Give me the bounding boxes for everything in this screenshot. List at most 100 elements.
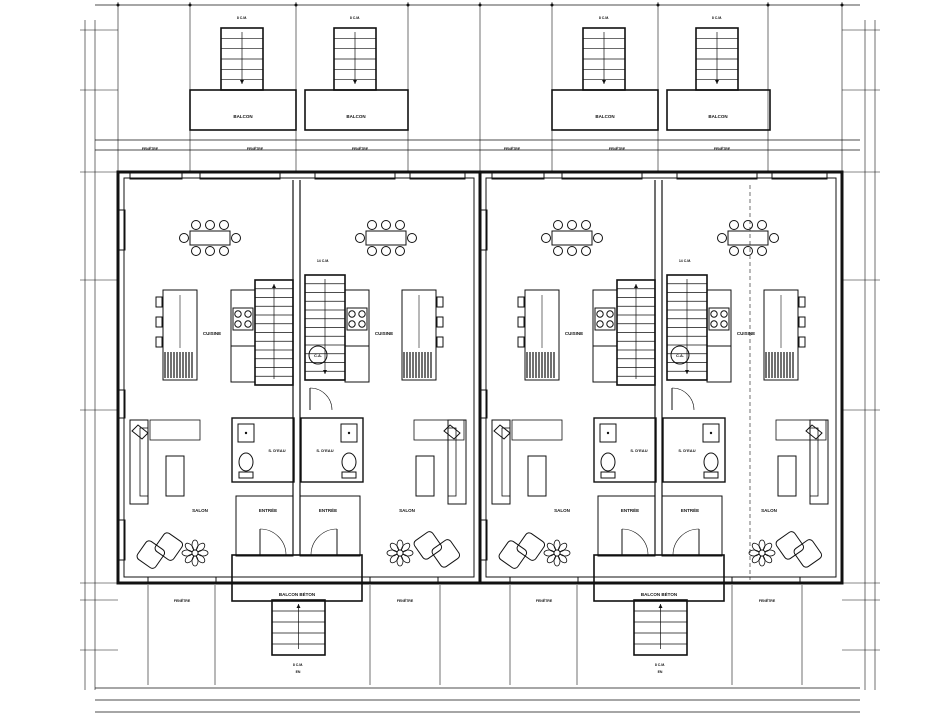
window-frame <box>509 576 579 585</box>
room-label: ENTRÉE <box>259 506 277 513</box>
burner-icon <box>234 310 242 318</box>
room-label: SALON <box>399 508 415 513</box>
exterior-wall <box>116 170 482 585</box>
window <box>509 576 579 585</box>
leaf <box>197 549 209 557</box>
sink <box>702 423 720 443</box>
stool <box>798 316 806 328</box>
chair <box>581 220 591 230</box>
interior-stair <box>666 274 708 381</box>
cooktop <box>708 307 730 331</box>
stair-label: 8 C.M. <box>237 16 247 20</box>
sofa-cushion <box>139 427 149 497</box>
armchair <box>516 532 546 561</box>
leaf <box>386 549 398 557</box>
exterior-stair <box>582 27 626 91</box>
leaf <box>196 542 206 552</box>
armchair <box>498 540 528 569</box>
leaf <box>181 549 193 557</box>
drain <box>709 431 713 435</box>
room-label: C.A. <box>314 353 322 358</box>
entry-right <box>299 495 361 557</box>
chair <box>553 246 563 256</box>
concrete-balcony <box>231 554 363 602</box>
kitchen-island <box>517 289 560 381</box>
counter <box>230 289 256 383</box>
burner-icon <box>244 310 252 318</box>
plant-center <box>758 549 766 557</box>
leaf <box>553 539 561 551</box>
dimension-lines <box>80 2 880 713</box>
arrow-icon <box>634 284 638 288</box>
counter <box>592 289 618 383</box>
leaf <box>763 542 773 552</box>
stool <box>517 336 525 348</box>
window-frame <box>479 519 488 561</box>
chair <box>717 233 727 243</box>
window <box>409 171 466 180</box>
dining-table <box>355 220 417 256</box>
window <box>479 209 488 251</box>
burner-icon <box>710 310 718 318</box>
room-label: BALCON <box>346 114 365 119</box>
window-frame <box>117 389 126 419</box>
room-label: SALON <box>554 508 570 513</box>
door <box>259 528 287 556</box>
door-swing <box>259 528 287 556</box>
fridge <box>592 345 618 383</box>
chair <box>219 220 229 230</box>
room-label: CUISINE <box>375 331 393 336</box>
toilet <box>341 452 357 472</box>
kitchen-counter <box>706 289 732 383</box>
room-label: S. D'EAU <box>630 448 647 453</box>
window <box>117 389 126 419</box>
tv-unit <box>511 419 563 441</box>
window <box>129 171 183 180</box>
burner-icon <box>720 320 728 328</box>
chair <box>367 246 377 256</box>
chair <box>191 246 201 256</box>
leaf <box>396 555 404 567</box>
window-label: FENÊTRE <box>397 598 414 603</box>
window <box>117 209 126 251</box>
fridge <box>230 345 256 383</box>
burner-icon <box>710 320 718 328</box>
window <box>369 576 439 585</box>
table-top <box>189 230 231 246</box>
armchair <box>443 424 461 440</box>
window-frame <box>479 389 488 419</box>
door-swing <box>309 387 333 411</box>
bathroom-wall <box>593 417 657 483</box>
stair-label: 8 C.M. <box>655 663 665 667</box>
island-top <box>524 289 560 381</box>
dimension-tick <box>656 3 660 7</box>
window <box>676 171 758 180</box>
room-label: CUISINE <box>737 331 755 336</box>
drain <box>244 431 248 435</box>
room-label: S. D'EAU <box>678 448 695 453</box>
arrow-icon <box>602 80 606 84</box>
sofa <box>809 419 829 505</box>
window-label: FENÊTRE <box>142 146 159 151</box>
toilet <box>600 452 616 472</box>
chair <box>191 220 201 230</box>
leaf <box>758 555 766 567</box>
window-frame <box>771 171 828 180</box>
armchair <box>805 424 823 440</box>
armchair <box>493 424 511 440</box>
leaf <box>546 554 556 564</box>
coffee-table <box>415 455 435 497</box>
interior-wall-line <box>123 177 475 578</box>
stair-label: 14 C.M. <box>679 259 691 263</box>
armchair <box>154 532 184 561</box>
leaf <box>751 542 761 552</box>
leaf <box>184 554 194 564</box>
dining-table <box>179 220 241 256</box>
living-set <box>491 419 563 505</box>
stair-label: EN <box>296 670 301 674</box>
window <box>731 576 801 585</box>
chair <box>219 246 229 256</box>
door <box>672 528 700 556</box>
bathroom-wall <box>662 417 726 483</box>
dining-table <box>541 220 603 256</box>
